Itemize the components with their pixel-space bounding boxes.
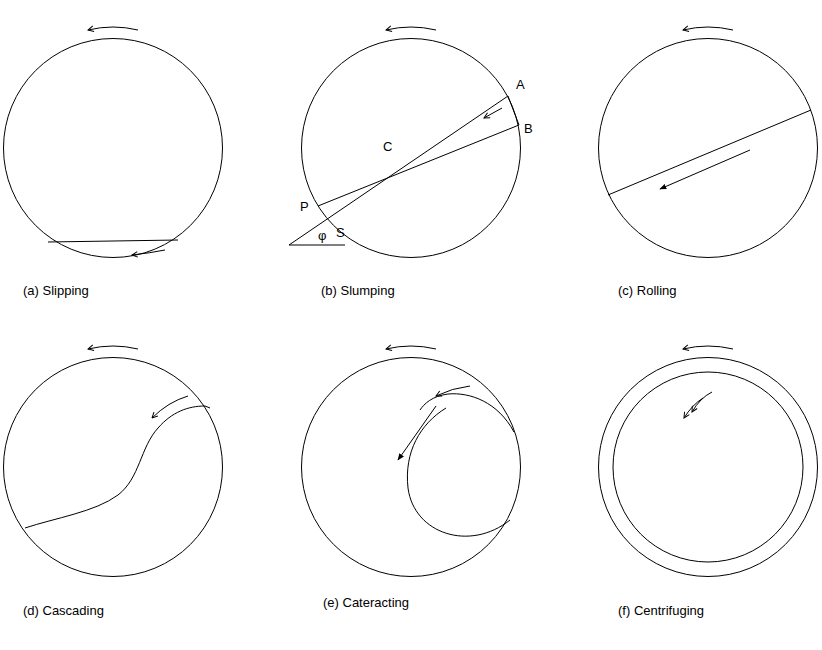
bed-surface <box>420 394 514 432</box>
drum-outline <box>301 38 523 260</box>
flow-arrow <box>692 392 712 412</box>
drum-circle: (e) Cateracting <box>301 357 521 577</box>
point-label: B <box>524 122 533 136</box>
slump-line <box>318 125 519 206</box>
flow-arrow <box>398 406 436 460</box>
regime-caption: (f) Centrifuging <box>618 603 704 619</box>
flow-arrow <box>484 108 502 118</box>
rotation-arrow <box>386 27 436 30</box>
drum-circle: (f) Centrifuging <box>598 357 818 577</box>
drum-outline <box>301 357 523 579</box>
drum-circle: (b) Slumping <box>301 38 521 258</box>
flow-arrow <box>132 250 165 255</box>
slump-line <box>289 96 508 245</box>
point-label: S <box>336 226 345 240</box>
flow-arrow <box>436 386 470 396</box>
point-label: A <box>516 78 525 92</box>
regime-caption: (c) Rolling <box>618 283 677 299</box>
angle-base <box>289 245 345 246</box>
regime-caption: (e) Cateracting <box>323 595 409 611</box>
regime-caption: (b) Slumping <box>321 283 395 299</box>
point-label: C <box>383 140 392 154</box>
flow-arrow <box>660 150 750 189</box>
rotation-arrow <box>88 346 138 349</box>
bed-surface <box>48 240 178 242</box>
drum-circle: (a) Slipping <box>3 38 223 258</box>
rotation-arrow <box>683 346 733 349</box>
drum-outline <box>598 357 820 579</box>
flow-arrow <box>684 398 703 418</box>
drum-outline <box>3 38 225 260</box>
inner-layer <box>613 372 803 562</box>
bed-surface <box>407 408 510 536</box>
drum-circle: (d) Cascading <box>3 357 223 577</box>
drum-outline <box>598 38 820 260</box>
bed-surface <box>608 110 811 195</box>
point-label: P <box>300 200 309 214</box>
drum-circle: (c) Rolling <box>598 38 818 258</box>
rotation-arrow <box>88 27 138 30</box>
rotation-arrow <box>683 27 733 30</box>
rotation-arrow <box>386 346 436 349</box>
flow-arrow <box>152 396 188 418</box>
drum-outline <box>3 357 225 579</box>
point-label: φ <box>318 229 326 243</box>
bed-surface <box>25 406 210 528</box>
regime-caption: (a) Slipping <box>23 283 89 299</box>
regime-caption: (d) Cascading <box>23 603 104 619</box>
